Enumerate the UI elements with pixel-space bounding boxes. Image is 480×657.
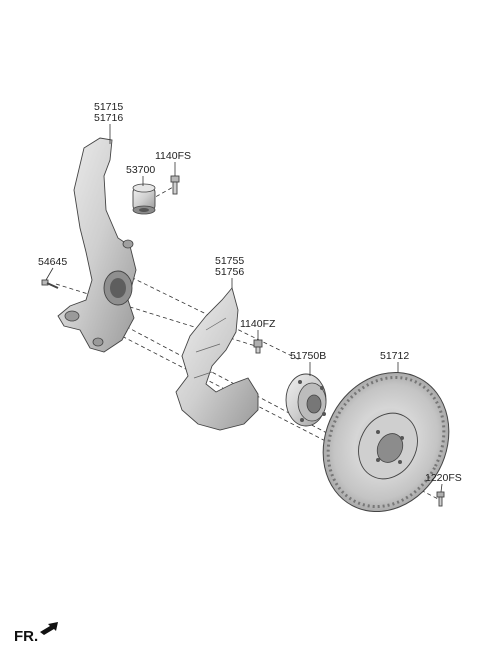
bolt-top xyxy=(170,175,180,195)
brake-disc xyxy=(322,371,450,513)
part-labels: 51715 51716 53700 1140FS 54645 51755 517… xyxy=(38,101,462,484)
front-arrow-icon xyxy=(40,622,58,635)
dust-cover xyxy=(175,287,259,431)
leader-lines xyxy=(45,124,443,493)
label-knuckle-2: 51716 xyxy=(94,112,123,124)
label-dust-cover-1: 51755 xyxy=(215,255,244,267)
hub-assembly xyxy=(285,373,327,427)
label-disc: 51712 xyxy=(380,350,409,362)
label-bolt-top: 1140FS xyxy=(155,150,191,162)
bolt-left xyxy=(41,279,59,289)
front-direction-marker: FR. xyxy=(14,622,58,645)
label-hub: 51750B xyxy=(290,350,326,362)
bolt-disc xyxy=(436,491,445,507)
label-dust-cover-2: 51756 xyxy=(215,266,244,278)
steering-knuckle xyxy=(57,137,137,353)
front-label: FR. xyxy=(14,628,38,645)
bushing xyxy=(132,183,156,215)
label-knuckle-1: 51715 xyxy=(94,101,123,113)
bolt-shield xyxy=(253,339,263,354)
label-bolt-shield: 1140FZ xyxy=(240,318,276,330)
label-bushing: 53700 xyxy=(126,164,155,176)
label-bolt-disc: 1220FS xyxy=(425,472,462,484)
label-bolt-left: 54645 xyxy=(38,256,67,268)
